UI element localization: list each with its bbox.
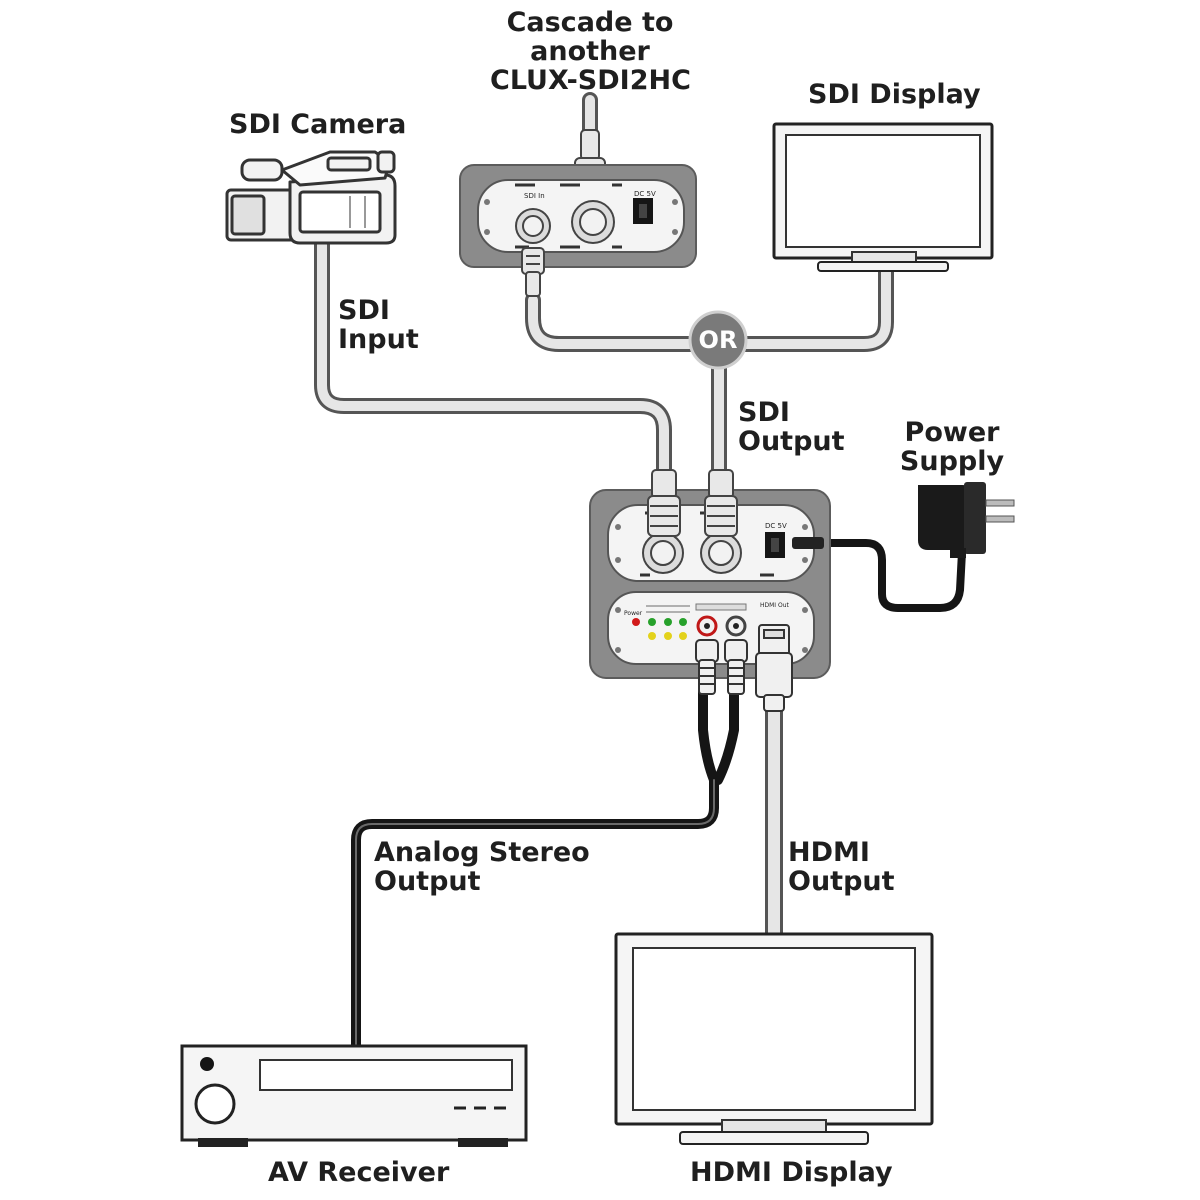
panel-label-hdmi-out: HDMI Out	[760, 602, 789, 609]
or-junction	[688, 310, 748, 370]
status-leds-green	[648, 618, 687, 626]
hdmi-output-label-line-1: HDMI	[788, 837, 870, 868]
power-supply-icon	[918, 482, 1015, 558]
power-supply-label-line-1: Power	[904, 417, 1000, 448]
cascade-label-line-3: CLUX-SDI2HC	[490, 65, 691, 96]
hdmi-output-label-line-2: Output	[788, 866, 895, 897]
analog-stereo-output-label: Analog Stereo Output	[374, 838, 590, 896]
sdi-display-cable	[722, 264, 894, 352]
av-receiver-icon	[180, 1044, 528, 1147]
audio-jack-red	[696, 615, 718, 637]
sdi-input-label-line-1: SDI	[338, 295, 390, 326]
panel-label-power: Power	[624, 610, 643, 617]
analog-stereo-output-label-line-2: Output	[374, 866, 481, 897]
analog-stereo-output-label-line-1: Analog Stereo	[374, 837, 590, 868]
sdi-output-label-line-1: SDI	[738, 397, 790, 428]
power-supply-label-line-2: Supply	[899, 446, 1005, 477]
upper-device-sdi-cable	[525, 292, 713, 352]
or-label: OR	[698, 326, 738, 354]
cascade-label-line-1: Cascade to	[506, 7, 674, 38]
sdi-display-label: SDI Display	[808, 79, 981, 110]
sdi-output-label-line-2: Output	[738, 426, 845, 457]
power-cable	[818, 539, 966, 612]
sdi-output-label: SDI Output	[738, 398, 845, 456]
panel-label-sdi-in: SDI In	[524, 192, 545, 200]
status-led-power	[632, 618, 640, 626]
sdi-display-icon	[772, 122, 994, 272]
sdi-input-cable	[314, 237, 672, 478]
sdi-camera-icon	[225, 150, 397, 245]
cascade-device	[459, 164, 697, 297]
panel-label-dc-main: DC 5V	[765, 522, 787, 530]
panel-label-dc-upper: DC 5V	[634, 190, 656, 198]
power-supply-label: Power Supply	[890, 418, 1014, 476]
main-converter-device	[589, 469, 831, 712]
hdmi-display-label: HDMI Display	[690, 1157, 893, 1188]
sdi-input-label: SDI Input	[338, 296, 419, 354]
av-receiver-label: AV Receiver	[268, 1157, 450, 1188]
hdmi-output-label: HDMI Output	[788, 838, 895, 896]
sdi-input-label-line-2: Input	[338, 324, 419, 355]
cascade-label-line-2: another	[530, 36, 650, 67]
sdi-camera-label: SDI Camera	[229, 109, 407, 140]
cascade-label: Cascade to another CLUX-SDI2HC	[490, 7, 691, 96]
status-leds-yellow	[648, 632, 687, 640]
audio-jack-white	[725, 615, 747, 637]
hdmi-plug	[755, 624, 793, 712]
hdmi-display-icon	[614, 932, 934, 1145]
